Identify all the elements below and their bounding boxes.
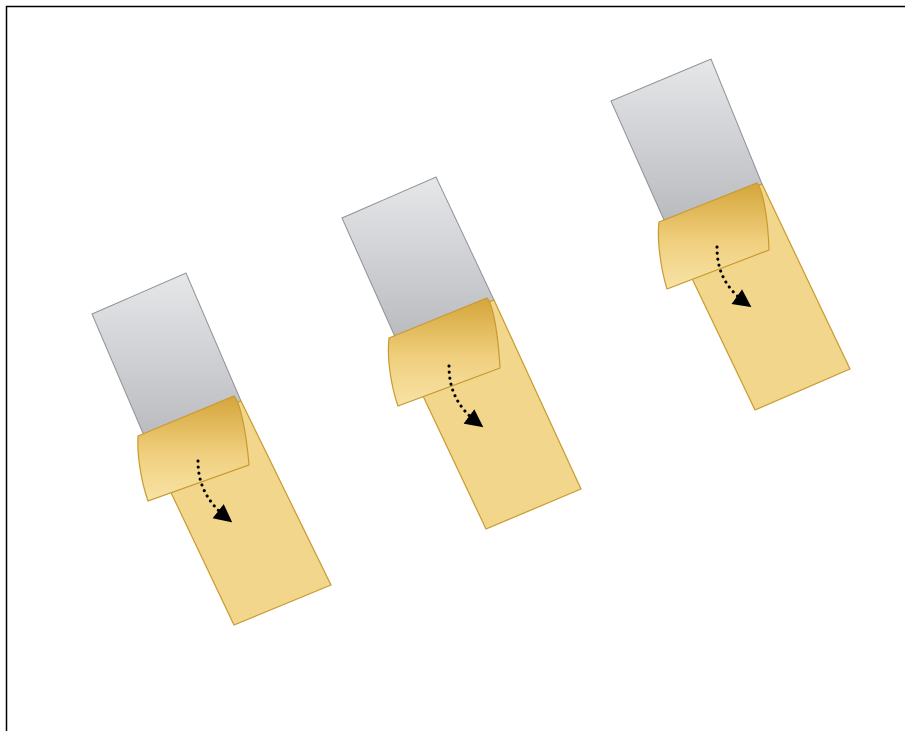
- tape-panel-1: [92, 273, 331, 625]
- tape-panel-2: [342, 177, 581, 529]
- tape-panel-3: [611, 59, 850, 410]
